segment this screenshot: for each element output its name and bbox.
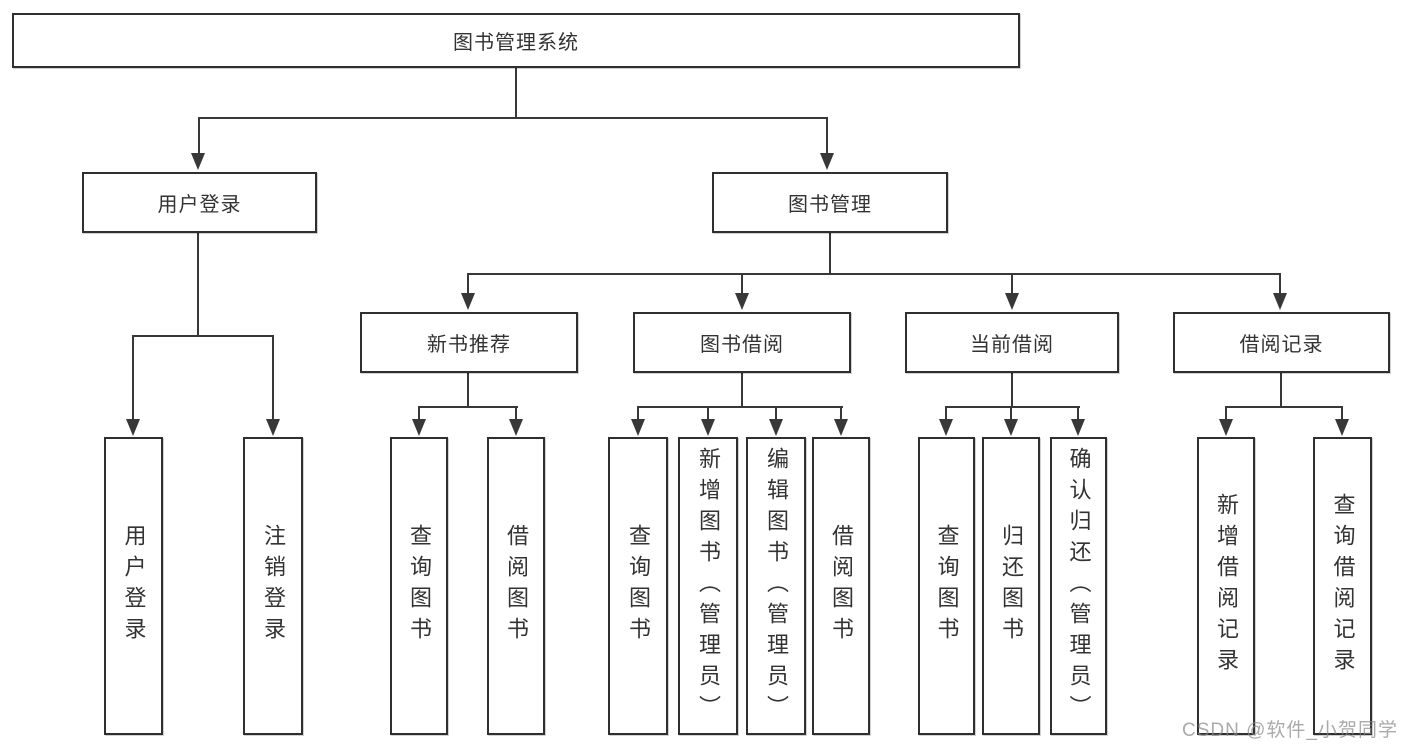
node-leaf-add-borrow-record: 新增借阅记录 [1197, 437, 1255, 735]
node-leaf-user-login: 用户登录 [104, 437, 163, 735]
csdn-watermark: CSDN @软件_小贺同学 [1182, 720, 1398, 741]
arrow-down-icon-9 [509, 419, 523, 436]
node-leaf-edit-books-admin: 编辑图书（管理员） [746, 437, 806, 735]
node-leaf-logout: 注销登录 [243, 437, 303, 735]
arrow-down-icon-14 [939, 419, 953, 436]
connector-vertical-11 [741, 273, 743, 296]
arrow-down-icon-5 [735, 293, 749, 310]
connector-vertical-7 [272, 335, 274, 420]
connector-vertical-22 [775, 406, 777, 421]
arrow-down-icon-6 [1005, 293, 1019, 310]
arrow-down-icon-16 [1071, 419, 1085, 436]
connector-vertical-12 [1011, 273, 1013, 296]
node-label-leaf-edit-books-admin: 编辑图书（管理员） [764, 446, 789, 726]
connector-vertical-31 [1225, 406, 1227, 421]
node-label-leaf-return-books: 归还图书 [999, 524, 1024, 648]
node-leaf-return-books: 归还图书 [982, 437, 1040, 735]
node-leaf-borrow-books-1: 借阅图书 [487, 437, 545, 735]
arrow-down-icon-17 [1219, 419, 1233, 436]
connector-vertical-13 [1279, 273, 1281, 296]
connector-vertical-32 [1341, 406, 1343, 421]
connector-vertical-0 [515, 68, 517, 118]
arrow-down-icon-1 [820, 153, 834, 170]
node-label-new-book-recommend: 新书推荐 [427, 334, 511, 356]
arrow-down-icon-8 [412, 419, 426, 436]
node-leaf-confirm-return-admin: 确认归还（管理员） [1050, 437, 1107, 735]
node-label-library-system: 图书管理系统 [453, 32, 579, 54]
node-label-book-management: 图书管理 [788, 194, 872, 216]
node-label-user-login: 用户登录 [157, 194, 242, 216]
node-label-leaf-logout: 注销登录 [261, 524, 286, 648]
node-label-leaf-add-borrow-record: 新增借阅记录 [1214, 493, 1239, 679]
connector-vertical-27 [1010, 406, 1012, 421]
connector-horizontal-9 [467, 273, 1281, 275]
node-user-login: 用户登录 [82, 172, 317, 233]
node-borrowing-records: 借阅记录 [1173, 312, 1390, 373]
connector-horizontal-1 [198, 117, 828, 119]
connector-vertical-29 [1280, 373, 1282, 408]
connector-vertical-17 [515, 406, 517, 421]
connector-vertical-4 [197, 233, 199, 337]
node-book-management: 图书管理 [712, 172, 948, 233]
node-label-leaf-confirm-return-admin: 确认归还（管理员） [1066, 446, 1092, 726]
node-leaf-query-books-3: 查询图书 [918, 437, 975, 735]
node-leaf-query-books-2: 查询图书 [608, 437, 668, 735]
node-book-borrowing: 图书借阅 [633, 312, 851, 373]
node-leaf-add-books-admin: 新增图书（管理员） [678, 437, 738, 735]
connector-vertical-10 [467, 273, 469, 296]
arrow-down-icon-2 [126, 419, 140, 436]
node-label-leaf-query-books-1: 查询图书 [407, 524, 432, 648]
connector-vertical-6 [132, 335, 134, 420]
node-label-borrowing-records: 借阅记录 [1239, 334, 1324, 356]
node-label-leaf-user-login: 用户登录 [121, 524, 147, 648]
node-label-book-borrowing: 图书借阅 [700, 334, 784, 356]
connector-horizontal-19 [637, 406, 843, 408]
connector-vertical-28 [1077, 406, 1079, 421]
connector-horizontal-15 [418, 406, 518, 408]
node-leaf-borrow-books-2: 借阅图书 [812, 437, 870, 735]
connector-vertical-26 [945, 406, 947, 421]
node-label-leaf-query-books-2: 查询图书 [626, 524, 651, 648]
node-leaf-query-borrow-record: 查询借阅记录 [1313, 437, 1372, 735]
connector-vertical-2 [198, 117, 200, 154]
connector-vertical-23 [840, 406, 842, 421]
arrow-down-icon-11 [701, 419, 715, 436]
node-library-system: 图书管理系统 [12, 13, 1020, 68]
connector-horizontal-30 [1225, 406, 1343, 408]
node-leaf-query-books-1: 查询图书 [390, 437, 448, 735]
arrow-down-icon-13 [834, 419, 848, 436]
connector-vertical-16 [418, 406, 420, 421]
connector-vertical-20 [637, 406, 639, 421]
connector-vertical-21 [707, 406, 709, 421]
node-label-leaf-borrow-books-2: 借阅图书 [829, 524, 854, 648]
connector-vertical-8 [829, 233, 831, 275]
node-label-leaf-query-books-3: 查询图书 [934, 524, 960, 648]
connector-vertical-24 [1011, 373, 1013, 408]
arrow-down-icon-3 [266, 419, 280, 436]
connector-horizontal-5 [132, 335, 274, 337]
arrow-down-icon-7 [1273, 293, 1287, 310]
node-new-book-recommend: 新书推荐 [360, 312, 578, 373]
node-current-borrowing: 当前借阅 [905, 312, 1119, 373]
node-label-leaf-add-books-admin: 新增图书（管理员） [696, 446, 721, 726]
connector-vertical-18 [741, 373, 743, 408]
connector-vertical-14 [467, 373, 469, 408]
arrow-down-icon-12 [769, 419, 783, 436]
node-label-current-borrowing: 当前借阅 [970, 334, 1054, 356]
arrow-down-icon-0 [191, 153, 205, 170]
arrow-down-icon-18 [1335, 419, 1349, 436]
connector-horizontal-25 [945, 406, 1080, 408]
connector-vertical-3 [826, 117, 828, 154]
node-label-leaf-query-borrow-record: 查询借阅记录 [1330, 493, 1356, 679]
arrow-down-icon-4 [461, 293, 475, 310]
arrow-down-icon-10 [631, 419, 645, 436]
node-label-leaf-borrow-books-1: 借阅图书 [504, 524, 529, 648]
arrow-down-icon-15 [1004, 419, 1018, 436]
